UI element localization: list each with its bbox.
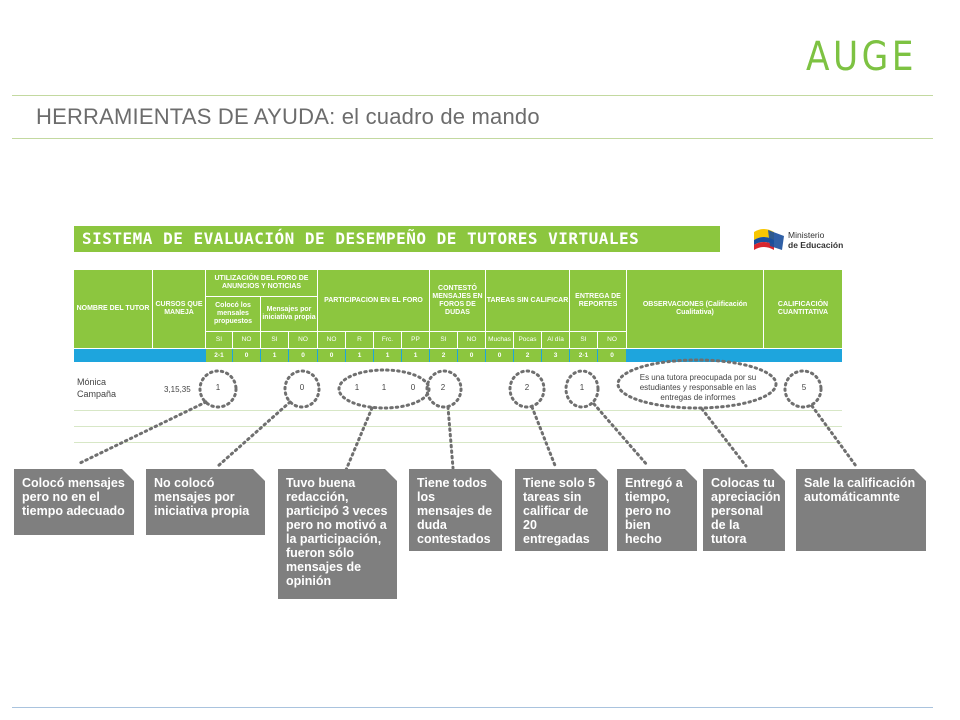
callout-8: Sale la calificación automáticamnte <box>796 469 926 551</box>
code-cell: 1 <box>346 349 373 362</box>
code-cell: 0 <box>318 349 345 362</box>
header-observaciones: OBSERVACIONES (Calificación Cualitativa) <box>627 270 763 348</box>
subheader-cell: SI <box>430 332 457 348</box>
header-contesto: CONTESTÓ MENSAJES EN FOROS DE DUDAS <box>430 270 485 331</box>
row-line <box>74 442 842 443</box>
subheader-cell: Al día <box>542 332 569 348</box>
subheader-cell: NO <box>598 332 626 348</box>
subheader-cell: PP <box>402 332 429 348</box>
value-foro2: 0 <box>299 383 305 392</box>
code-cell: 3 <box>542 349 569 362</box>
value-entrega: 1 <box>579 383 585 392</box>
value-contesto: 2 <box>440 383 446 392</box>
bottom-divider <box>12 707 933 708</box>
callout-6: Entregó a tiempo, pero no bien hecho <box>617 469 697 551</box>
table-banner: SISTEMA DE EVALUACIÓN DE DESEMPEÑO DE TU… <box>74 226 720 252</box>
subheader-cell: SI <box>261 332 288 348</box>
code-cell: 0 <box>486 349 513 362</box>
code-cell: 2 <box>430 349 457 362</box>
header-foro-sub1: Colocó los mensales propuestos <box>206 297 260 331</box>
subheader-cell: Muchas <box>486 332 513 348</box>
ministry-line2: de Educación <box>788 240 844 250</box>
value-calificacion: 5 <box>801 383 807 392</box>
code-cell: 1 <box>261 349 288 362</box>
blue-band-left <box>74 349 205 362</box>
code-cell: 0 <box>289 349 317 362</box>
code-cell: 2-1 <box>206 349 232 362</box>
subheader-cell: NO <box>233 332 260 348</box>
value-foro1: 1 <box>215 383 221 392</box>
title-divider <box>12 138 933 139</box>
subheader-cell: R <box>346 332 373 348</box>
subheader-cell: NO <box>458 332 485 348</box>
header-tareas: TAREAS SIN CALIFICAR <box>486 270 569 331</box>
header-foro-sub2: Mensajes por iniciativa propia <box>261 297 317 331</box>
callout-3: Tuvo buena redacción, participó 3 veces … <box>278 469 397 599</box>
header-calificacion: CALIFICACIÓN CUANTITATIVA <box>764 270 842 348</box>
value-part1: 1 <box>354 383 360 392</box>
code-cell: 2 <box>514 349 541 362</box>
tutor-name: Mónica Campaña <box>77 377 117 399</box>
slide-title: HERRAMIENTAS DE AYUDA: el cuadro de mand… <box>36 104 540 129</box>
observacion-text: Es una tutora preocupada por su estudian… <box>639 373 757 402</box>
code-cell: 1 <box>402 349 429 362</box>
subheader-cell: NO <box>289 332 317 348</box>
callout-1: Colocó mensajes pero no en el tiempo ade… <box>14 469 134 535</box>
subheader-cell: NO <box>318 332 345 348</box>
callout-2: No colocó mensajes por iniciativa propia <box>146 469 265 535</box>
ministry-line1: Ministerio <box>788 230 825 240</box>
tutor-cursos: 3,15,35 <box>164 385 191 394</box>
code-cell: 0 <box>598 349 626 362</box>
value-part2: 1 <box>381 383 387 392</box>
ministry-logo: Ministerio de Educación <box>752 224 846 256</box>
header-nombre: NOMBRE DEL TUTOR <box>74 270 152 348</box>
header-cursos: CURSOS QUE MANEJA <box>153 270 205 348</box>
header-participacion: PARTICIPACION EN EL FORO <box>318 270 429 331</box>
callout-4: Tiene todos los mensajes de duda contest… <box>409 469 502 551</box>
code-cell: 0 <box>458 349 485 362</box>
code-cell: 2-1 <box>570 349 597 362</box>
row-line <box>74 426 842 427</box>
subheader-cell: Frc. <box>374 332 401 348</box>
callout-5: Tiene solo 5 tareas sin calificar de 20 … <box>515 469 608 551</box>
header-foro-group: UTILIZACIÓN DEL FORO DE ANUNCIOS Y NOTIC… <box>206 270 317 296</box>
subheader-cell: SI <box>206 332 232 348</box>
code-cell: 0 <box>233 349 260 362</box>
subheader-cell: Pocas <box>514 332 541 348</box>
value-tareas: 2 <box>524 383 530 392</box>
code-cell: 1 <box>374 349 401 362</box>
row-line <box>74 410 842 411</box>
top-divider <box>12 95 933 96</box>
value-part3: 0 <box>410 383 416 392</box>
auge-logo: AUGE <box>806 34 917 80</box>
ecuador-flag-icon <box>754 229 784 250</box>
subheader-cell: SI <box>570 332 597 348</box>
header-entrega: ENTREGA DE REPORTES <box>570 270 626 331</box>
callout-7: Colocas tu apreciación personal de la tu… <box>703 469 785 551</box>
